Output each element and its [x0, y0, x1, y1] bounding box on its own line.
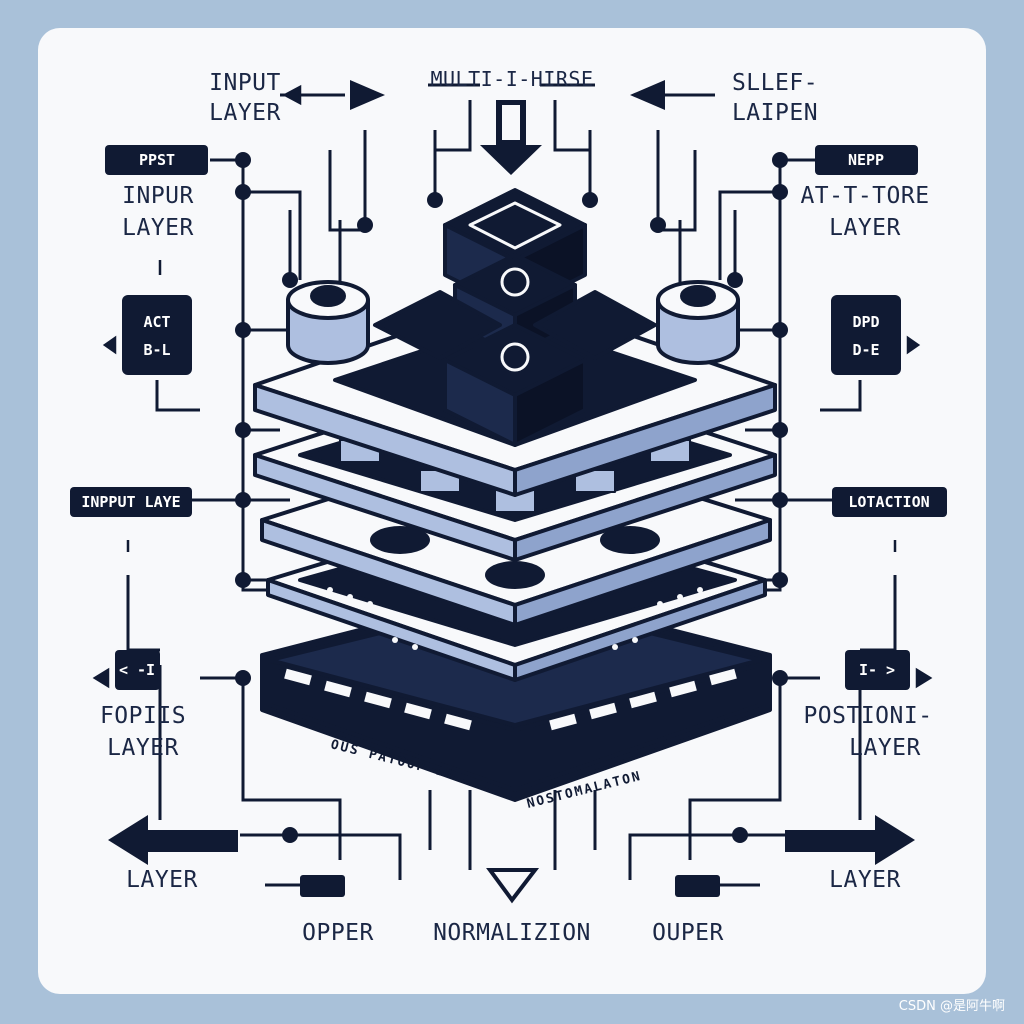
- svg-text:DPD: DPD: [852, 313, 879, 331]
- svg-text:D-E: D-E: [852, 341, 879, 359]
- label-positional-line1: POSTIONI-: [803, 703, 932, 729]
- label-right-arrow-layer: LAYER: [829, 867, 901, 893]
- bottom-right-connector-block: [675, 875, 720, 897]
- svg-text:ACT: ACT: [143, 313, 170, 331]
- label-fopiis-line1: FOPIIS: [100, 703, 186, 729]
- label-positional-line2: LAYER: [849, 735, 921, 761]
- label-left-arrow-layer: LAYER: [126, 867, 198, 893]
- bottom-left-connector-block: [300, 875, 345, 897]
- svg-text:NEPP: NEPP: [848, 151, 884, 169]
- top-right-arrow-icon: [630, 80, 665, 110]
- label-input-layer-top-line1: INPUT: [209, 70, 281, 96]
- label-inpur-line2: LAYER: [122, 215, 194, 241]
- bottom-connectors: [265, 790, 760, 887]
- layer-stack: [253, 188, 777, 802]
- svg-text:LOTACTION: LOTACTION: [848, 493, 929, 511]
- side-cylinders: [286, 280, 740, 365]
- top-left-arrow-icon: [350, 80, 385, 110]
- top-down-arrow-icon: [480, 100, 542, 175]
- svg-text:< -I: < -I: [119, 661, 155, 679]
- box-nepp: NEPP: [815, 145, 918, 175]
- label-fopiis-line2: LAYER: [107, 735, 179, 761]
- label-ouper: OUPER: [652, 920, 724, 946]
- svg-text:B-L: B-L: [143, 341, 170, 359]
- box-left-small: < -I: [115, 650, 160, 690]
- label-attention-line1: AT-T-TORE: [800, 183, 929, 209]
- svg-text:PPST: PPST: [139, 151, 175, 169]
- label-opper: OPPER: [302, 920, 374, 946]
- svg-text:I- >: I- >: [859, 661, 895, 679]
- box-right-small: I- >: [845, 650, 910, 690]
- box-act: ACT B-L: [122, 295, 192, 375]
- box-lotaction: LOTACTION: [832, 487, 947, 517]
- bottom-center-arrow-icon: [486, 868, 540, 904]
- box-input-laye: INPPUT LAYE: [70, 487, 192, 517]
- label-self-attention-line1: SLLEF-: [732, 70, 818, 96]
- label-inpur-line1: INPUR: [122, 183, 194, 209]
- small-tick-arrows: [92, 84, 933, 808]
- top-cubes: [373, 188, 657, 447]
- dotted-details: [327, 587, 703, 650]
- label-input-layer-top-line2: LAYER: [209, 100, 281, 126]
- watermark: CSDN @是阿牛啊: [899, 999, 1005, 1014]
- left-layer-arrow-icon: [108, 815, 238, 865]
- label-attention-line2: LAYER: [829, 215, 901, 241]
- label-self-attention-line2: LAIPEN: [732, 100, 818, 126]
- box-pppst: PPST: [105, 145, 208, 175]
- svg-text:INPPUT LAYE: INPPUT LAYE: [81, 493, 180, 511]
- right-layer-arrow-icon: [785, 815, 915, 865]
- label-normalization: NORMALIZION: [433, 920, 591, 946]
- junction-dots: [235, 152, 788, 843]
- box-dpd: DPD D-E: [831, 295, 901, 375]
- label-multi-head: MULTI-I-HIRSE: [430, 67, 593, 91]
